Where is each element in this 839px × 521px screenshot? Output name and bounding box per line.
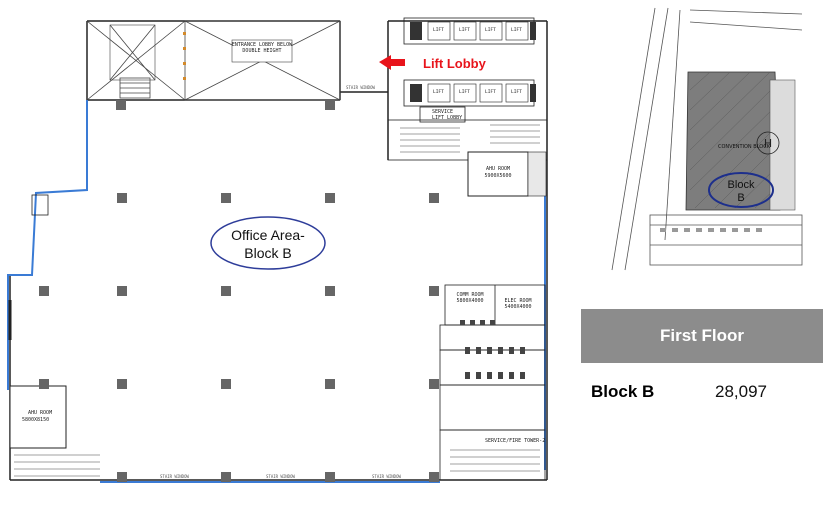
ahu-room-top-label: AHU ROOM (486, 166, 510, 172)
comm-room-size: 5800X4000 (456, 298, 483, 304)
site-block-b-ellipse (708, 172, 774, 208)
lift-label-5: LIFT (433, 89, 444, 95)
lift-lobby-arrow-icon (379, 55, 405, 70)
site-building-label: CONVENTION BLOCK (718, 144, 771, 150)
site-block-label-line2: B (737, 192, 744, 204)
site-block-label-line1: Block (728, 179, 755, 191)
ahu-room-top-duct (527, 151, 547, 197)
lobby-orange-marks (183, 32, 186, 80)
lower-core-stairs (450, 449, 540, 472)
plan-window-marks: STAIR WINDOW STAIR WINDOW STAIR WINDOW S… (160, 85, 401, 479)
right-service-rooms (439, 284, 546, 481)
entrance-lobby-label: ENTRANCE LOBBY BELOW (232, 42, 293, 48)
floor-header: First Floor (581, 309, 823, 363)
office-area-label-line2: Block B (244, 245, 291, 261)
service-lift-lobby-label-2: LIFT LOBBY (432, 115, 462, 121)
toilet-fixtures (460, 320, 525, 379)
ahu-room-left-size: 5800X8150 (22, 417, 49, 423)
small-shaft (31, 194, 49, 216)
entrance-lobby-label-2: DOUBLE HEIGHT (242, 48, 281, 54)
svg-text:STAIR WINDOW: STAIR WINDOW (160, 474, 189, 479)
ahu-room-left (9, 385, 67, 449)
block-area-row: Block B 28,097 (581, 378, 823, 408)
service-tower-label: SERVICE/FIRE TOWER-2 (485, 438, 545, 444)
elec-room-label: ELEC ROOM (504, 298, 531, 304)
ahu-room-top (467, 151, 529, 197)
lower-left-stairs (14, 454, 100, 477)
lift-label-1: LIFT (433, 27, 444, 33)
office-area-label-line1: Office Area- (231, 227, 305, 243)
lift-label-7: LIFT (485, 89, 496, 95)
lift-label-6: LIFT (459, 89, 470, 95)
ahu-room-left-label: AHU ROOM (28, 410, 52, 416)
lift-label-3: LIFT (485, 27, 496, 33)
plan-blue-walls (7, 100, 546, 483)
block-area-value: 28,097 (715, 382, 767, 401)
core-stairs (400, 124, 540, 153)
site-key-plan: H CONVENTION BLOCK (610, 7, 803, 271)
office-area-ellipse (210, 216, 326, 270)
comm-room-label: COMM ROOM (456, 292, 483, 298)
structural-columns (39, 100, 439, 482)
svg-text:STAIR WINDOW: STAIR WINDOW (266, 474, 295, 479)
lift-label-2: LIFT (459, 27, 470, 33)
lift-label-4: LIFT (511, 27, 522, 33)
lift-dark-blocks (410, 22, 536, 102)
svg-text:H: H (764, 137, 772, 150)
lift-lobby-label: Lift Lobby (423, 56, 487, 71)
block-name: Block B (591, 382, 655, 401)
entrance-lobby (86, 20, 341, 101)
ahu-room-top-size: 5900X5600 (484, 173, 511, 179)
lift-label-8: LIFT (511, 89, 522, 95)
svg-text:STAIR WINDOW: STAIR WINDOW (372, 474, 401, 479)
svg-text:STAIR WINDOW: STAIR WINDOW (346, 85, 375, 90)
lift-cars (427, 21, 529, 103)
elec-room-size: 5400X4000 (504, 304, 531, 310)
floor-title: First Floor (659, 326, 745, 345)
service-lift-lobby-label: SERVICE (432, 109, 453, 115)
